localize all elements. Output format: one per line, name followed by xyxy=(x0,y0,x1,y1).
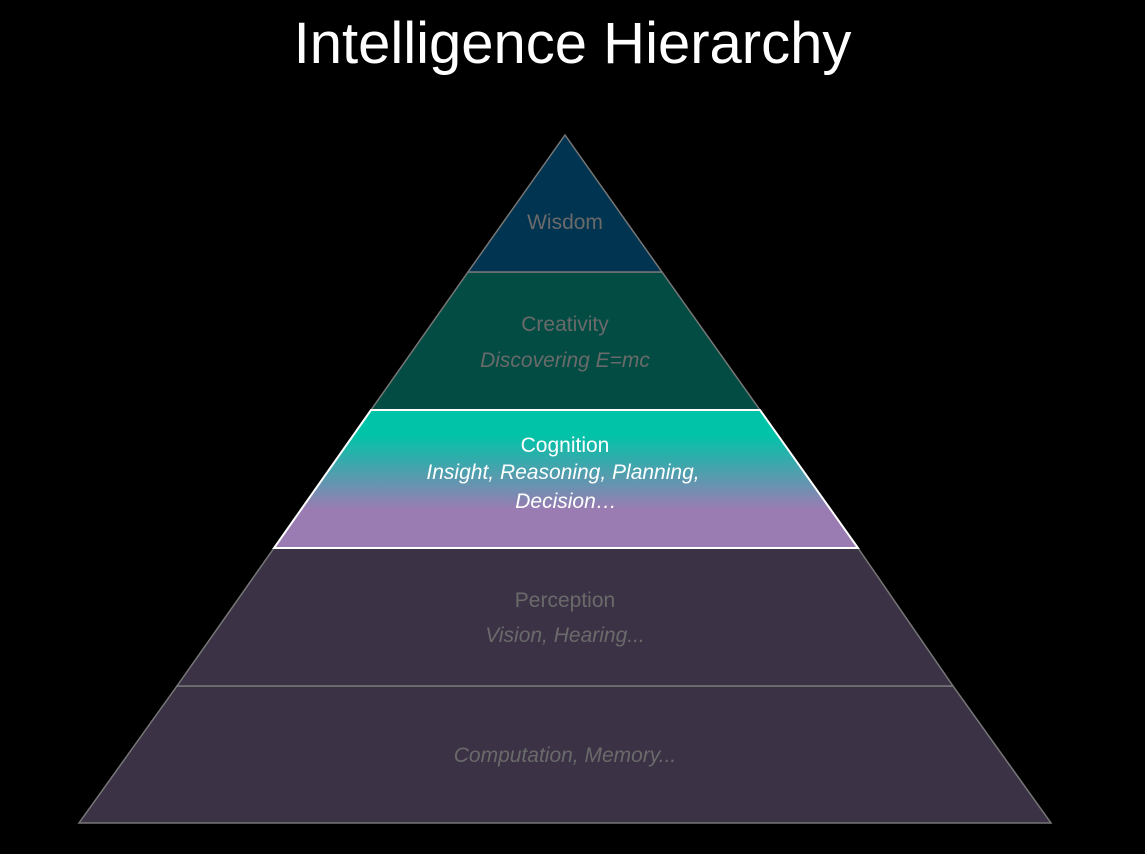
layer-perception xyxy=(175,547,955,687)
layer-wisdom xyxy=(466,133,664,273)
wisdom-label: Wisdom xyxy=(527,211,603,234)
perception-label: Perception xyxy=(515,589,615,612)
layer-creativity xyxy=(369,271,762,411)
base-subtitle: Computation, Memory... xyxy=(454,744,677,767)
perception-subtitle: Vision, Hearing... xyxy=(485,624,645,647)
layer-cognition xyxy=(272,409,860,549)
cognition-subtitle-line2: Decision… xyxy=(515,490,617,513)
creativity-label: Creativity xyxy=(521,313,609,336)
page-title: Intelligence Hierarchy xyxy=(293,11,852,76)
creativity-subtitle: Discovering E=mc xyxy=(480,349,650,372)
cognition-subtitle-line1: Insight, Reasoning, Planning, xyxy=(426,461,699,484)
cognition-label: Cognition xyxy=(521,434,610,457)
